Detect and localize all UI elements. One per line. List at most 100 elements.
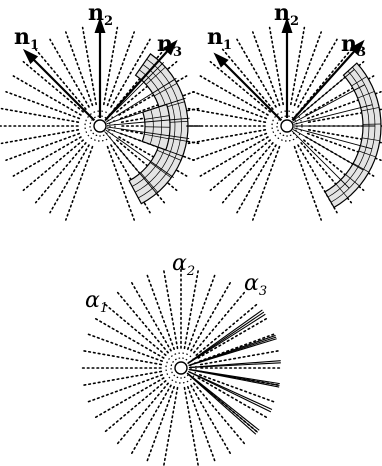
fan-line <box>106 117 190 126</box>
radial-dotted-line <box>130 384 172 456</box>
surface-patch-grid-line <box>357 91 375 99</box>
left-panel <box>0 17 201 221</box>
radial-dotted-line <box>119 90 195 120</box>
label-alpha3: α3 <box>244 271 267 299</box>
radial-dotted-line <box>22 139 84 192</box>
radial-dotted-line <box>199 349 281 366</box>
radial-dotted-line <box>5 90 81 120</box>
center-circle <box>93 119 107 133</box>
label-n1-left: n1 <box>14 24 39 53</box>
radial-dotted-line <box>115 382 169 446</box>
radial-dotted-line <box>305 75 375 116</box>
surface-patch-grid-line <box>362 137 380 142</box>
line-bundle <box>188 368 280 385</box>
radial-dotted-line <box>81 349 163 366</box>
line-bundle <box>187 309 263 364</box>
line-bundle <box>186 372 260 431</box>
arrow-n3-head <box>162 39 178 56</box>
surface-patch-grid-arc <box>138 58 182 199</box>
radial-dotted-line <box>197 317 269 359</box>
radial-dotted-line <box>187 129 267 145</box>
label-alpha1: α1 <box>85 288 108 316</box>
radial-dotted-line <box>193 290 247 354</box>
radial-dotted-line <box>118 136 188 177</box>
center-outer-ring <box>84 110 116 142</box>
center-circle <box>280 119 294 133</box>
fan-line <box>105 77 177 123</box>
label-n3-right: n3 <box>341 31 366 60</box>
radial-dotted-line <box>5 132 81 162</box>
radial-dotted-line <box>81 26 97 106</box>
radial-dotted-line <box>64 145 94 221</box>
radial-dotted-line <box>236 144 277 214</box>
fan-line <box>293 127 373 150</box>
radial-dotted-line <box>236 38 277 108</box>
line-bundle <box>187 371 272 413</box>
radial-dotted-line <box>49 38 90 108</box>
radial-dotted-line <box>93 317 165 359</box>
surface-patch-grid-line <box>335 183 348 199</box>
radial-dotted-line <box>110 144 151 214</box>
radial-dotted-line <box>110 38 151 108</box>
radial-dotted-line <box>300 48 353 110</box>
radial-dotted-line <box>86 332 164 362</box>
radial-dotted-line <box>187 385 217 463</box>
arrow-n1-head <box>22 48 39 65</box>
radial-dotted-line <box>251 145 281 221</box>
surface-patch-grid-line <box>140 172 158 193</box>
radial-dotted-line <box>183 268 200 350</box>
surface-patch-grid-line <box>154 83 178 97</box>
radial-dotted-line <box>106 31 136 107</box>
radial-dotted-line <box>113 48 166 110</box>
fan-line <box>291 130 350 189</box>
radial-dotted-line <box>303 139 365 192</box>
center-outer-ring <box>165 352 197 384</box>
radial-dotted-line <box>190 280 232 352</box>
label-n2-left: n2 <box>88 0 113 29</box>
radial-dotted-line <box>81 370 163 387</box>
radial-dotted-line <box>290 26 306 106</box>
center-middle-ring <box>89 115 111 137</box>
radial-dotted-line <box>293 145 323 221</box>
arrow-n2-head <box>281 17 293 33</box>
radial-dotted-line <box>0 129 80 145</box>
radial-dotted-line <box>116 139 178 192</box>
radial-dotted-line <box>209 60 271 113</box>
radial-dotted-line <box>0 107 80 123</box>
radial-dotted-line <box>307 129 382 144</box>
radial-dotted-line <box>251 31 281 107</box>
center-middle-ring <box>170 357 192 379</box>
arrow-n1-head <box>213 52 229 68</box>
radial-dotted-line <box>187 273 217 351</box>
radial-dotted-line <box>221 142 274 204</box>
fan-line <box>106 127 185 158</box>
radial-dotted-line <box>34 142 87 204</box>
surface-patch-grid-line <box>361 107 380 112</box>
fan-line <box>293 104 373 125</box>
center-circle <box>174 361 188 375</box>
line-bundle <box>186 372 258 433</box>
radial-dotted-line <box>64 31 94 107</box>
radial-dotted-line <box>307 108 382 123</box>
radial-dotted-line <box>268 26 284 106</box>
right-panel <box>186 17 382 221</box>
radial-dotted-line <box>49 144 90 214</box>
fan-line <box>292 69 355 122</box>
radial-dotted-line <box>115 290 169 354</box>
radial-dotted-line <box>221 48 274 110</box>
radial-dotted-line <box>86 374 164 404</box>
fan-line <box>292 129 364 171</box>
line-bundle <box>188 360 281 368</box>
fan-line <box>106 97 186 125</box>
arrow-n3-shaft <box>291 42 363 121</box>
radial-dotted-line <box>162 386 179 466</box>
arrow-n1-shaft <box>215 54 283 122</box>
label-n3-left: n3 <box>157 31 182 60</box>
label-n2-right: n2 <box>274 0 299 29</box>
surface-patch-grid-line <box>358 150 376 158</box>
radial-dotted-line <box>306 132 382 162</box>
bottom-panel <box>80 267 282 466</box>
radial-dotted-line <box>199 136 269 177</box>
arrow-n3-shaft <box>104 42 176 121</box>
